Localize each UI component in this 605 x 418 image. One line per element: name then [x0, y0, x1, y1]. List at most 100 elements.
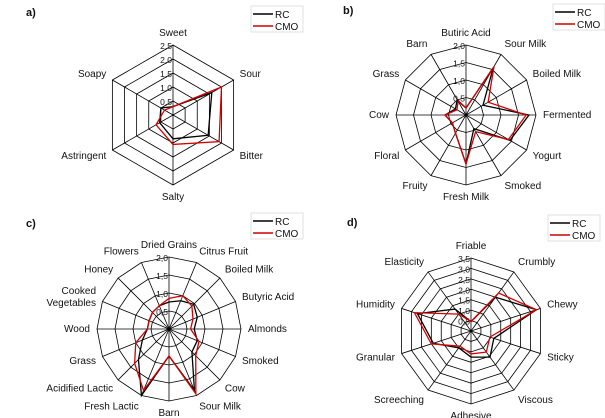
- axis-label: Screeching: [374, 395, 424, 406]
- axis-label-line: Bitter: [240, 151, 264, 162]
- legend-box: [552, 3, 605, 31]
- axis-label: Fermented: [543, 110, 591, 121]
- axis-spoke: [117, 328, 170, 381]
- axis-label-line: Fresh Lactic: [84, 402, 138, 413]
- axis-label-line: Butyric Acid: [242, 292, 294, 303]
- axis-label-line: Cow: [225, 383, 246, 394]
- axis-spoke: [470, 330, 541, 354]
- tick-label: 0,5: [458, 317, 470, 327]
- axis-label: Sour Milk: [199, 402, 242, 413]
- axis-label: Honey: [84, 265, 113, 276]
- axis-label: Sticky: [547, 352, 574, 363]
- axis-label: Elasticity: [385, 257, 424, 268]
- axis-label-line: Sticky: [547, 352, 574, 363]
- axis-label: Bitter: [240, 151, 264, 162]
- axis-spoke: [141, 328, 170, 396]
- axis-label: Fresh Milk: [443, 192, 490, 203]
- axis-label: Sour: [240, 69, 262, 80]
- axis-label: Cow: [369, 110, 390, 121]
- axis-spoke: [465, 54, 502, 116]
- axis-spoke: [465, 79, 527, 116]
- legend-box: [547, 214, 601, 242]
- axis-label-line: Acidified Lactic: [46, 383, 113, 394]
- axis-spoke: [427, 330, 472, 391]
- axis-label-line: Floral: [374, 151, 399, 162]
- axis-spoke: [405, 114, 467, 151]
- axis-label: Fruity: [403, 181, 428, 192]
- tick-label: 2,0: [458, 285, 470, 295]
- axis-label: Barn: [158, 408, 179, 418]
- axis-label-line: Friable: [456, 241, 487, 252]
- axis-label: Floral: [374, 151, 399, 162]
- tick-label: 1,0: [458, 306, 470, 316]
- axis-label-line: Dried Grains: [141, 240, 197, 251]
- axis-label-line: Fermented: [543, 110, 591, 121]
- axis-spoke: [465, 114, 502, 176]
- legend-label: RC: [275, 10, 289, 21]
- axis-label: Salty: [162, 192, 184, 203]
- axis-label-line: Cooked: [62, 286, 96, 297]
- axis-label: Grass: [69, 356, 96, 367]
- panel-label: c): [26, 218, 36, 230]
- series-line-rc: [158, 91, 213, 140]
- series-line-rc: [416, 296, 538, 358]
- panel-label: d): [347, 217, 358, 229]
- axis-label: Soapy: [78, 69, 106, 80]
- axis-label: Dried Grains: [141, 240, 197, 251]
- axis-spoke: [141, 262, 170, 330]
- axis-label: Citrus Fruit: [199, 246, 248, 257]
- axis-label-line: Vegetables: [47, 298, 97, 309]
- axis-label-line: Screeching: [374, 395, 424, 406]
- axis-spoke: [172, 79, 234, 116]
- axis-spoke: [470, 308, 541, 332]
- axis-label: Smoked: [505, 181, 542, 192]
- radar-panel-d: d)0,51,01,52,02,53,03,5FriableCrumblyChe…: [347, 214, 601, 418]
- tick-label: 0,5: [156, 307, 168, 317]
- axis-label: Crumbly: [518, 257, 555, 268]
- legend-label: RC: [572, 219, 586, 230]
- axis-label: Wood: [64, 324, 90, 335]
- tick-label: 2,0: [156, 253, 168, 263]
- axis-spoke: [430, 54, 467, 116]
- axis-spoke: [168, 328, 197, 396]
- tick-label: 1,5: [156, 271, 168, 281]
- axis-label-line: Sour: [240, 69, 262, 80]
- axis-label-line: Viscous: [518, 395, 553, 406]
- axis-label-line: Sour Milk: [199, 402, 242, 413]
- axis-label: Sour Milk: [505, 39, 548, 50]
- axis-label-line: Fresh Milk: [443, 192, 490, 203]
- axis-spoke: [427, 271, 472, 332]
- axis-label: Fresh Lactic: [84, 402, 138, 413]
- axis-label-line: Sweet: [159, 28, 187, 39]
- axis-label: Barn: [406, 39, 427, 50]
- axis-label-line: Citrus Fruit: [199, 246, 248, 257]
- tick-label: 3,0: [458, 264, 470, 274]
- axis-label: Boiled Milk: [225, 265, 274, 276]
- series-line-cmo: [155, 86, 223, 146]
- axis-label-line: Butiric Acid: [441, 28, 490, 39]
- axis-spoke: [168, 277, 221, 330]
- legend-label: CMO: [275, 229, 299, 240]
- panel-label: b): [343, 5, 354, 17]
- tick-label: 2,5: [160, 41, 172, 51]
- axis-spoke: [117, 277, 170, 330]
- tick-label: 3,5: [458, 254, 470, 264]
- axis-label: Boiled Milk: [533, 69, 582, 80]
- axis-label: Chewy: [547, 300, 578, 311]
- series-line-cmo: [443, 66, 528, 167]
- tick-label: 1,0: [160, 83, 172, 93]
- axis-label-line: Sour Milk: [505, 39, 548, 50]
- axis-label-line: Smoked: [242, 356, 279, 367]
- axis-spoke: [168, 328, 221, 381]
- axis-label: Adhesive: [450, 411, 492, 418]
- axis-label-line: Honey: [84, 265, 113, 276]
- axis-label-line: Boiled Milk: [225, 265, 274, 276]
- axis-spoke: [465, 114, 527, 151]
- axis-label: Smoked: [242, 356, 279, 367]
- axis-label-line: Barn: [406, 39, 427, 50]
